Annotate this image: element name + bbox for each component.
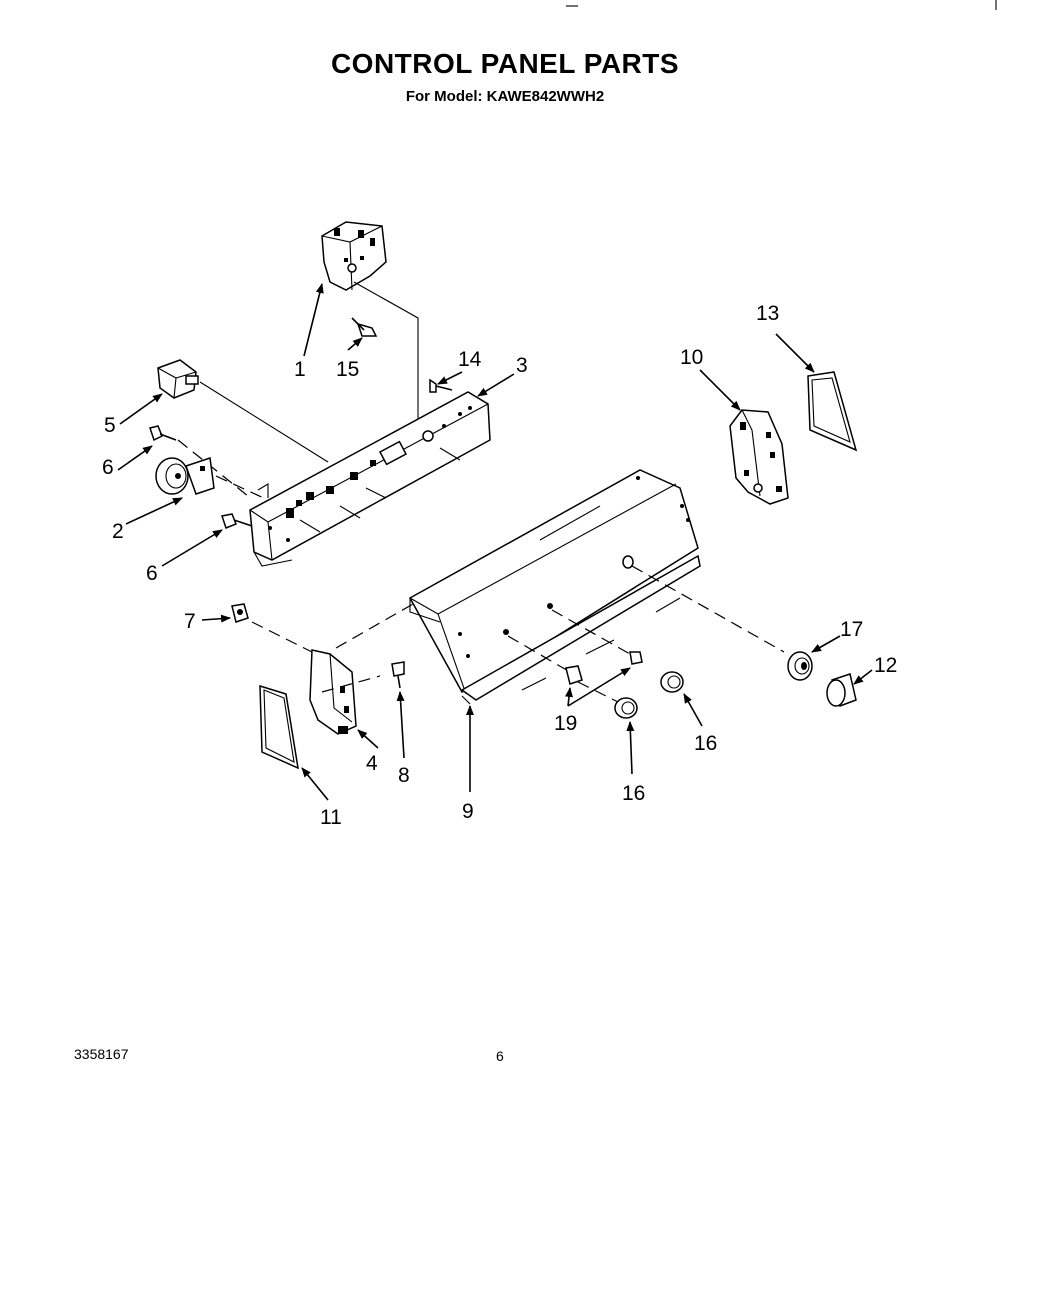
document-number: 3358167 [74,1046,129,1062]
callout-8: 8 [398,764,410,787]
callout-5: 5 [104,414,116,437]
part-3-console-backplate [249,391,491,567]
callout-10: 10 [680,346,703,369]
callout-1: 1 [294,358,306,381]
part-16-knob-right [660,671,684,693]
callout-9: 9 [462,800,474,823]
callout-3: 3 [516,354,528,377]
callout-4: 4 [366,752,378,775]
part-15-screw [351,317,378,337]
callout-7: 7 [184,610,196,633]
part-16-knob-lower [614,697,638,719]
callout-12: 12 [874,654,897,677]
part-6-screw-upper [149,425,177,442]
callout-11: 11 [320,806,342,829]
part-13-trim-piece [807,371,858,452]
part-4-end-cap [309,649,357,735]
part-19-knob-insert-left [565,665,583,685]
part-5-switch [157,359,199,399]
part-12-knob [826,673,857,707]
corner-marks [566,0,997,10]
callout-16-lower: 16 [622,782,645,805]
callout-17: 17 [840,618,863,641]
part-14-screw [429,378,453,393]
callout-19: 19 [554,712,577,735]
callout-16-right: 16 [694,732,717,755]
part-9-console-panel [408,469,701,705]
callout-15: 15 [336,358,359,381]
part-8-screw [391,661,405,689]
callout-13: 13 [756,302,779,325]
callout-leaders [117,283,873,801]
part-17-knob-skirt [787,651,813,681]
part-1-timer [321,221,387,291]
part-10-end-cap-right [729,409,789,505]
page-title: CONTROL PANEL PARTS [330,48,680,79]
callout-2: 2 [112,520,124,543]
callout-labels: 1 15 14 3 5 6 2 6 7 4 8 11 9 19 16 16 17… [102,302,897,829]
part-6-screw-lower [221,513,253,529]
callout-6-lower: 6 [146,562,158,585]
callout-6-upper: 6 [102,456,114,479]
part-7-clip [231,603,249,623]
callout-14: 14 [458,348,482,371]
page-number: 6 [496,1048,504,1064]
part-19-knob-insert-right [629,651,643,665]
part-11-panel-insert [259,684,299,770]
part-2-pressure-switch [155,457,215,495]
model-subtitle: For Model: KAWE842WWH2 [405,88,605,105]
